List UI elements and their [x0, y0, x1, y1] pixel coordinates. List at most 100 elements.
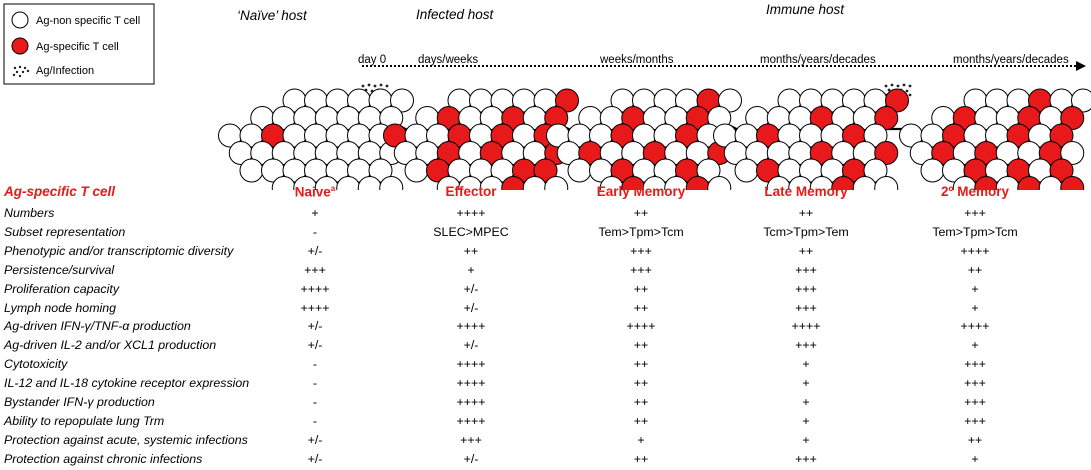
- row-label: Lymph node homing: [4, 301, 116, 315]
- row-value: Tem>Tpm>Tcm: [900, 225, 1050, 239]
- row-label: Bystander IFN-γ production: [4, 395, 155, 409]
- timeline-label-2: months/years/decades: [760, 54, 876, 66]
- row-value: +: [240, 206, 390, 220]
- table-row: Persistence/survival++++++++++++: [0, 263, 1091, 281]
- row-value: ++++: [900, 244, 1050, 258]
- table-row: Phenotypic and/or transcriptomic diversi…: [0, 244, 1091, 262]
- row-value: +/-: [396, 452, 546, 466]
- row-value: -: [240, 395, 390, 409]
- row-value: ++: [566, 301, 716, 315]
- table-row: Proliferation capacity+++++/-++++++: [0, 282, 1091, 300]
- row-value: +++: [566, 263, 716, 277]
- row-value: +++: [731, 452, 881, 466]
- row-value: +/-: [396, 301, 546, 315]
- row-value: +: [900, 282, 1050, 296]
- row-value: ++++: [566, 319, 716, 333]
- table-row: Ag-driven IL-2 and/or XCL1 production +/-…: [0, 338, 1091, 356]
- row-value: ++: [731, 206, 881, 220]
- row-value: ++++: [396, 357, 546, 371]
- row-value: +++: [900, 376, 1050, 390]
- row-value: ++++: [240, 282, 390, 296]
- row-value: +/-: [240, 319, 390, 333]
- legend: Ag-non specific T cell Ag-specific T cel…: [4, 4, 154, 84]
- row-value: +: [900, 452, 1050, 466]
- row-value: SLEC>MPEC: [396, 225, 546, 239]
- table-row: IL-12 and IL-18 cytokine receptor expres…: [0, 376, 1091, 394]
- row-label: Protection against chronic infections: [4, 452, 202, 466]
- row-value: ++++: [900, 319, 1050, 333]
- table-row: Protection against acute, systemic infec…: [0, 433, 1091, 451]
- row-label: Numbers: [4, 206, 54, 220]
- row-value: ++++: [731, 319, 881, 333]
- ag-nonspecific-cell: [405, 159, 428, 182]
- row-value: +: [566, 433, 716, 447]
- row-value: +/-: [396, 338, 546, 352]
- row-value: ++: [900, 433, 1050, 447]
- row-value: +++: [731, 301, 881, 315]
- row-value: ++: [566, 376, 716, 390]
- row-value: ++: [566, 452, 716, 466]
- row-value: -: [240, 357, 390, 371]
- table-row: Ag-driven IFN-γ/TNF-α production+/-+++++…: [0, 319, 1091, 337]
- row-value: Tem>Tpm>Tcm: [566, 225, 716, 239]
- immune-host-title: Immune host: [766, 2, 845, 17]
- row-value: +++: [566, 244, 716, 258]
- table-row: Lymph node homing+++++/-++++++: [0, 301, 1091, 319]
- row-value: +: [396, 263, 546, 277]
- row-label: Proliferation capacity: [4, 282, 119, 296]
- row-label: Subset representation: [4, 225, 125, 239]
- row-value: ++++: [396, 319, 546, 333]
- table-header-label: Ag-specific T cell: [4, 184, 115, 199]
- row-value: ++: [900, 263, 1050, 277]
- table-header-row: Ag-specific T cell Naivea Effector Early…: [0, 184, 1091, 202]
- ag-nonspecific-cell: [568, 159, 591, 182]
- table-row: Bystander IFN-γ production-++++++++++: [0, 395, 1091, 413]
- specific-cell-icon: [12, 38, 28, 54]
- row-value: ++: [731, 244, 881, 258]
- column-header-effector: Effector: [396, 184, 546, 199]
- row-value: +++: [900, 206, 1050, 220]
- row-value: +++: [731, 263, 881, 277]
- ag-nonspecific-cell: [735, 159, 758, 182]
- row-value: +: [731, 376, 881, 390]
- ag-nonspecific-cell: [240, 159, 263, 182]
- row-value: +/-: [240, 338, 390, 352]
- row-value: ++++: [396, 395, 546, 409]
- t-cell-diagram: Ag-non specific T cell Ag-specific T cel…: [0, 0, 1091, 190]
- row-label: Phenotypic and/or transcriptomic diversi…: [4, 244, 233, 258]
- timeline-label-3: months/years/decades: [953, 54, 1069, 66]
- row-value: -: [240, 414, 390, 428]
- column-header-secondary-memory: 2º Memory: [900, 184, 1050, 199]
- row-value: +++: [731, 338, 881, 352]
- row-label: Ag-driven IL-2 and/or XCL1 production: [4, 338, 216, 352]
- row-value: +/-: [240, 452, 390, 466]
- table-row: Protection against chronic infections +/-…: [0, 452, 1091, 470]
- row-value: +/-: [240, 244, 390, 258]
- cluster-late-memory: [714, 89, 909, 190]
- row-value: ++: [566, 357, 716, 371]
- table-row: Numbers++++++++++++: [0, 206, 1091, 224]
- row-value: ++: [566, 282, 716, 296]
- timeline-label-1: weeks/months: [599, 54, 674, 66]
- legend-ag-label: Ag/Infection: [36, 65, 94, 77]
- row-value: +++: [900, 395, 1050, 409]
- row-value: ++++: [396, 206, 546, 220]
- row-label: IL-12 and IL-18 cytokine receptor expres…: [4, 376, 249, 390]
- row-value: +++: [240, 263, 390, 277]
- timeline-label-0: days/weeks: [418, 54, 478, 66]
- row-value: -: [240, 376, 390, 390]
- row-value: +++: [731, 282, 881, 296]
- row-value: +++: [900, 414, 1050, 428]
- row-value: ++: [566, 338, 716, 352]
- column-header-early-memory: Early Memory: [566, 184, 716, 199]
- ag-nonspecific-cell: [921, 159, 944, 182]
- row-label: Persistence/survival: [4, 263, 114, 277]
- row-value: Tcm>Tpm>Tem: [731, 225, 881, 239]
- nonspecific-cell-icon: [12, 12, 28, 28]
- row-value: +/-: [396, 282, 546, 296]
- row-value: +: [900, 301, 1050, 315]
- row-value: +/-: [240, 433, 390, 447]
- naive-host-title: ‘Naïve’ host: [237, 8, 308, 23]
- row-label: Protection against acute, systemic infec…: [4, 433, 248, 447]
